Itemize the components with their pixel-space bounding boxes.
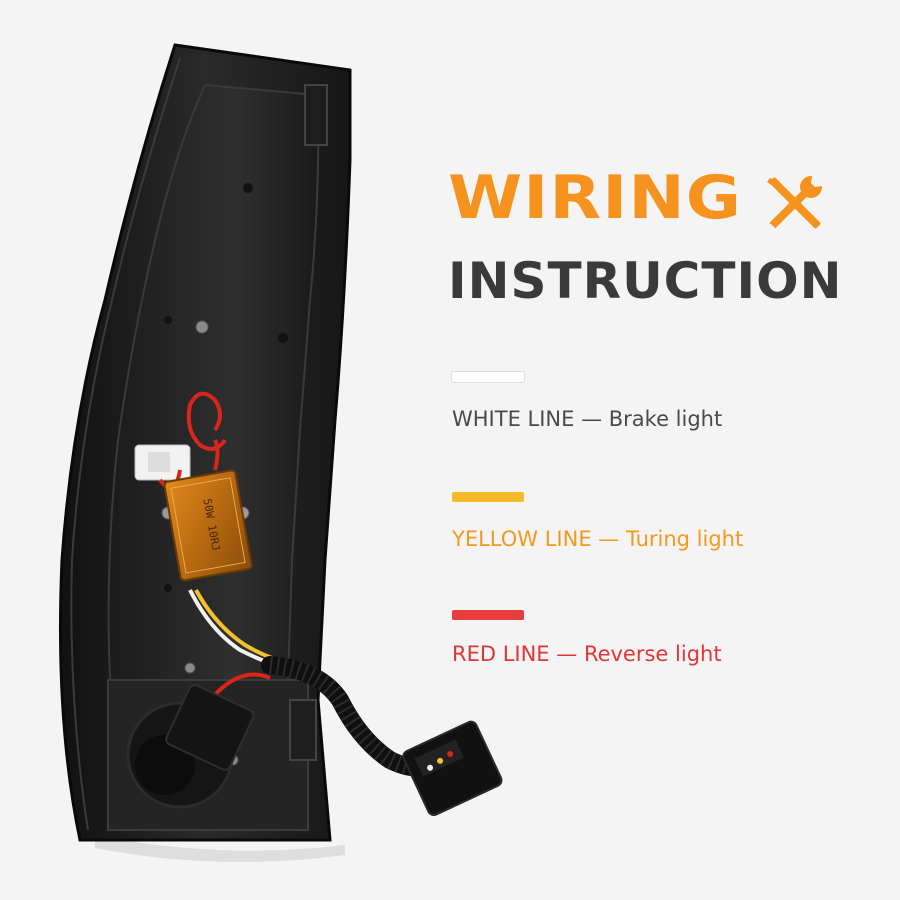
- shadow-shape: [95, 835, 345, 863]
- legend-function: Turing light: [625, 527, 744, 551]
- screw: [184, 662, 196, 674]
- legend-line-name: RED LINE: [452, 642, 550, 666]
- title-instruction: INSTRUCTION: [448, 252, 843, 310]
- red-wire: [213, 439, 220, 471]
- housing-edge-highlight: [70, 57, 181, 831]
- legend-separator: —: [574, 407, 609, 431]
- wire-harness: [268, 656, 446, 777]
- mounting-clip-bottom: [289, 699, 317, 761]
- screw: [195, 320, 209, 334]
- legend-line-name: WHITE LINE: [452, 407, 575, 431]
- red-line-swatch: [452, 610, 524, 620]
- legend-line-name: YELLOW LINE: [452, 527, 592, 551]
- title-wiring: WIRING: [448, 163, 742, 233]
- legend-white-line: WHITE LINE — Brake light: [452, 409, 722, 430]
- harness-plug: [402, 720, 503, 817]
- mounting-hole: [164, 316, 172, 324]
- white-line-swatch: [452, 372, 524, 382]
- red-wire: [186, 391, 227, 451]
- legend-yellow-line: YELLOW LINE — Turing light: [452, 529, 743, 550]
- legend-function: Reverse light: [583, 642, 722, 666]
- legend-red-line: RED LINE — Reverse light: [452, 644, 722, 665]
- wire-connector: [148, 452, 170, 472]
- mounting-hole: [243, 183, 253, 193]
- yellow-line-swatch: [452, 492, 524, 502]
- bulb-socket: [165, 684, 255, 771]
- wrench-screwdriver-icon: [763, 175, 823, 236]
- load-resistor: 50W 10RJ: [163, 469, 253, 582]
- legend-function: Brake light: [608, 407, 723, 431]
- housing-inner-panel: [107, 83, 320, 681]
- mounting-clip-top: [304, 84, 328, 146]
- red-wire: [213, 398, 222, 432]
- legend-separator: —: [591, 527, 626, 551]
- mounting-hole: [278, 333, 288, 343]
- mounting-hole: [164, 584, 172, 592]
- legend-separator: —: [549, 642, 584, 666]
